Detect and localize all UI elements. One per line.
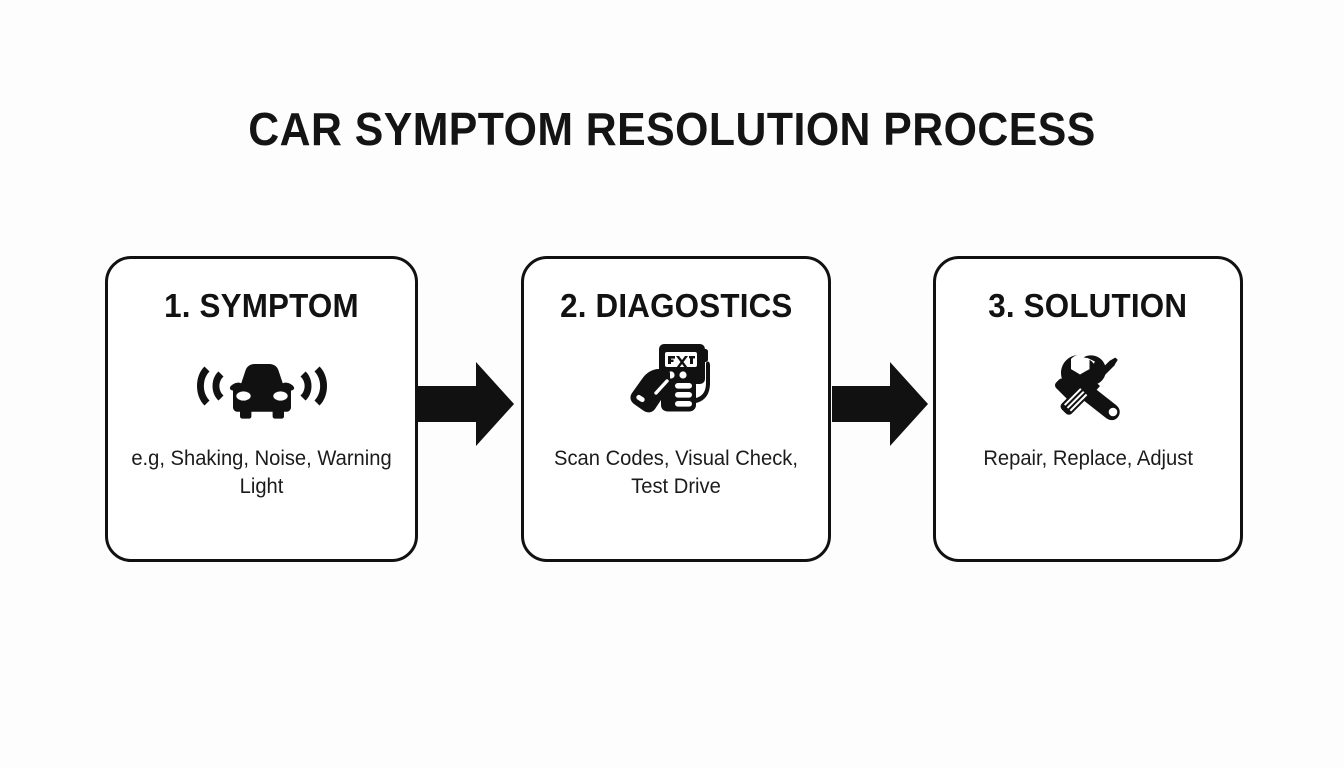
- arrow-right-icon: [418, 356, 514, 452]
- arrow-right-icon: [832, 356, 928, 452]
- step-caption: e.g, Shaking, Noise, Warning Light: [131, 447, 392, 498]
- wrench-screwdriver-icon: [1044, 343, 1132, 429]
- step-caption: Scan Codes, Visual Check, Test Drive: [554, 447, 798, 498]
- hand-obd-scanner-icon: [626, 343, 726, 429]
- step-caption: Repair, Replace, Adjust: [983, 447, 1193, 470]
- step-heading: 1. SYMPTOM: [164, 287, 359, 324]
- step-card-symptom[interactable]: 1. SYMPTOM: [105, 256, 418, 562]
- page-title: CAR SYMPTOM RESOLUTION PROCESS: [248, 103, 1096, 155]
- step-card-diagnostics[interactable]: 2. DIAGOSTICS: [521, 256, 831, 562]
- car-vibration-icon: [196, 343, 328, 429]
- step-heading: 3. SOLUTION: [988, 287, 1188, 324]
- step-card-solution[interactable]: 3. SOLUTION: [933, 256, 1243, 562]
- step-heading: 2. DIAGOSTICS: [559, 287, 793, 324]
- process-flow: 1. SYMPTOM: [0, 256, 1344, 566]
